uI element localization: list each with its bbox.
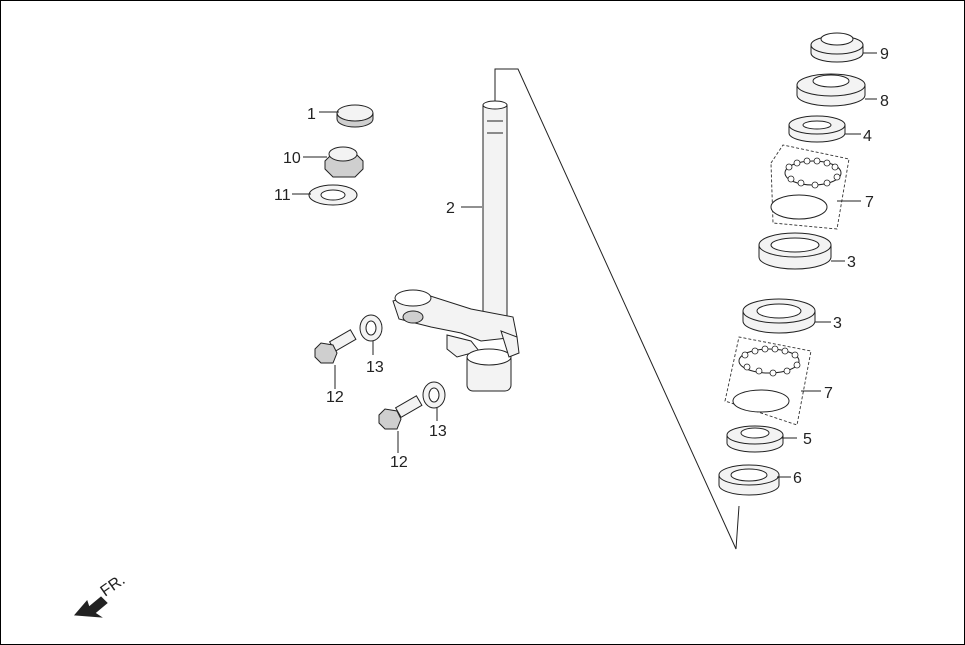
callout-11: 11: [274, 187, 291, 204]
callout-3-upper: 3: [847, 254, 856, 271]
callout-labels: 1 10 11 2 12 13 12 13 9 8 4 7 3 3 7 5 6: [274, 46, 889, 487]
assembly-guide-lines: [494, 68, 740, 550]
callout-3-lower: 3: [833, 315, 842, 332]
part-13-lock-washer-lower: [422, 381, 446, 421]
callout-2: 2: [446, 200, 455, 217]
part-5-lower-cone-race: [726, 425, 797, 453]
part-12-bolt-upper: [314, 329, 357, 389]
part-9-top-nut: [810, 32, 877, 63]
part-4-upper-cone-race: [788, 115, 861, 143]
part-7-bearing-set-upper: [770, 144, 861, 230]
callout-13-lower: 13: [429, 423, 447, 440]
part-2-steering-stem: [392, 100, 520, 392]
front-direction-arrow: FR.: [73, 572, 129, 618]
part-10-stem-nut: [303, 146, 364, 178]
callout-1: 1: [307, 106, 316, 123]
callout-5: 5: [803, 431, 812, 448]
part-11-washer: [292, 184, 358, 206]
part-12-bolt-lower: [378, 395, 423, 453]
part-13-lock-washer-upper: [359, 314, 383, 355]
callout-4: 4: [863, 128, 872, 145]
callout-8: 8: [880, 93, 889, 110]
callout-9: 9: [880, 46, 889, 63]
callout-7-lower: 7: [824, 385, 833, 402]
callout-12-lower: 12: [390, 454, 408, 471]
part-6-dust-seal: [718, 464, 791, 496]
part-7-bearing-set-lower: [724, 336, 821, 426]
callout-10: 10: [283, 150, 301, 167]
part-3-race-lower: [742, 298, 831, 334]
callout-12-upper: 12: [326, 389, 344, 406]
callout-6: 6: [793, 470, 802, 487]
callout-13-upper: 13: [366, 359, 384, 376]
part-1-cap: [319, 104, 374, 128]
callout-7-upper: 7: [865, 194, 874, 211]
front-indicator-label: FR.: [98, 572, 129, 601]
part-3-race-upper: [758, 232, 845, 270]
part-8-adjusting-nut: [796, 73, 877, 107]
